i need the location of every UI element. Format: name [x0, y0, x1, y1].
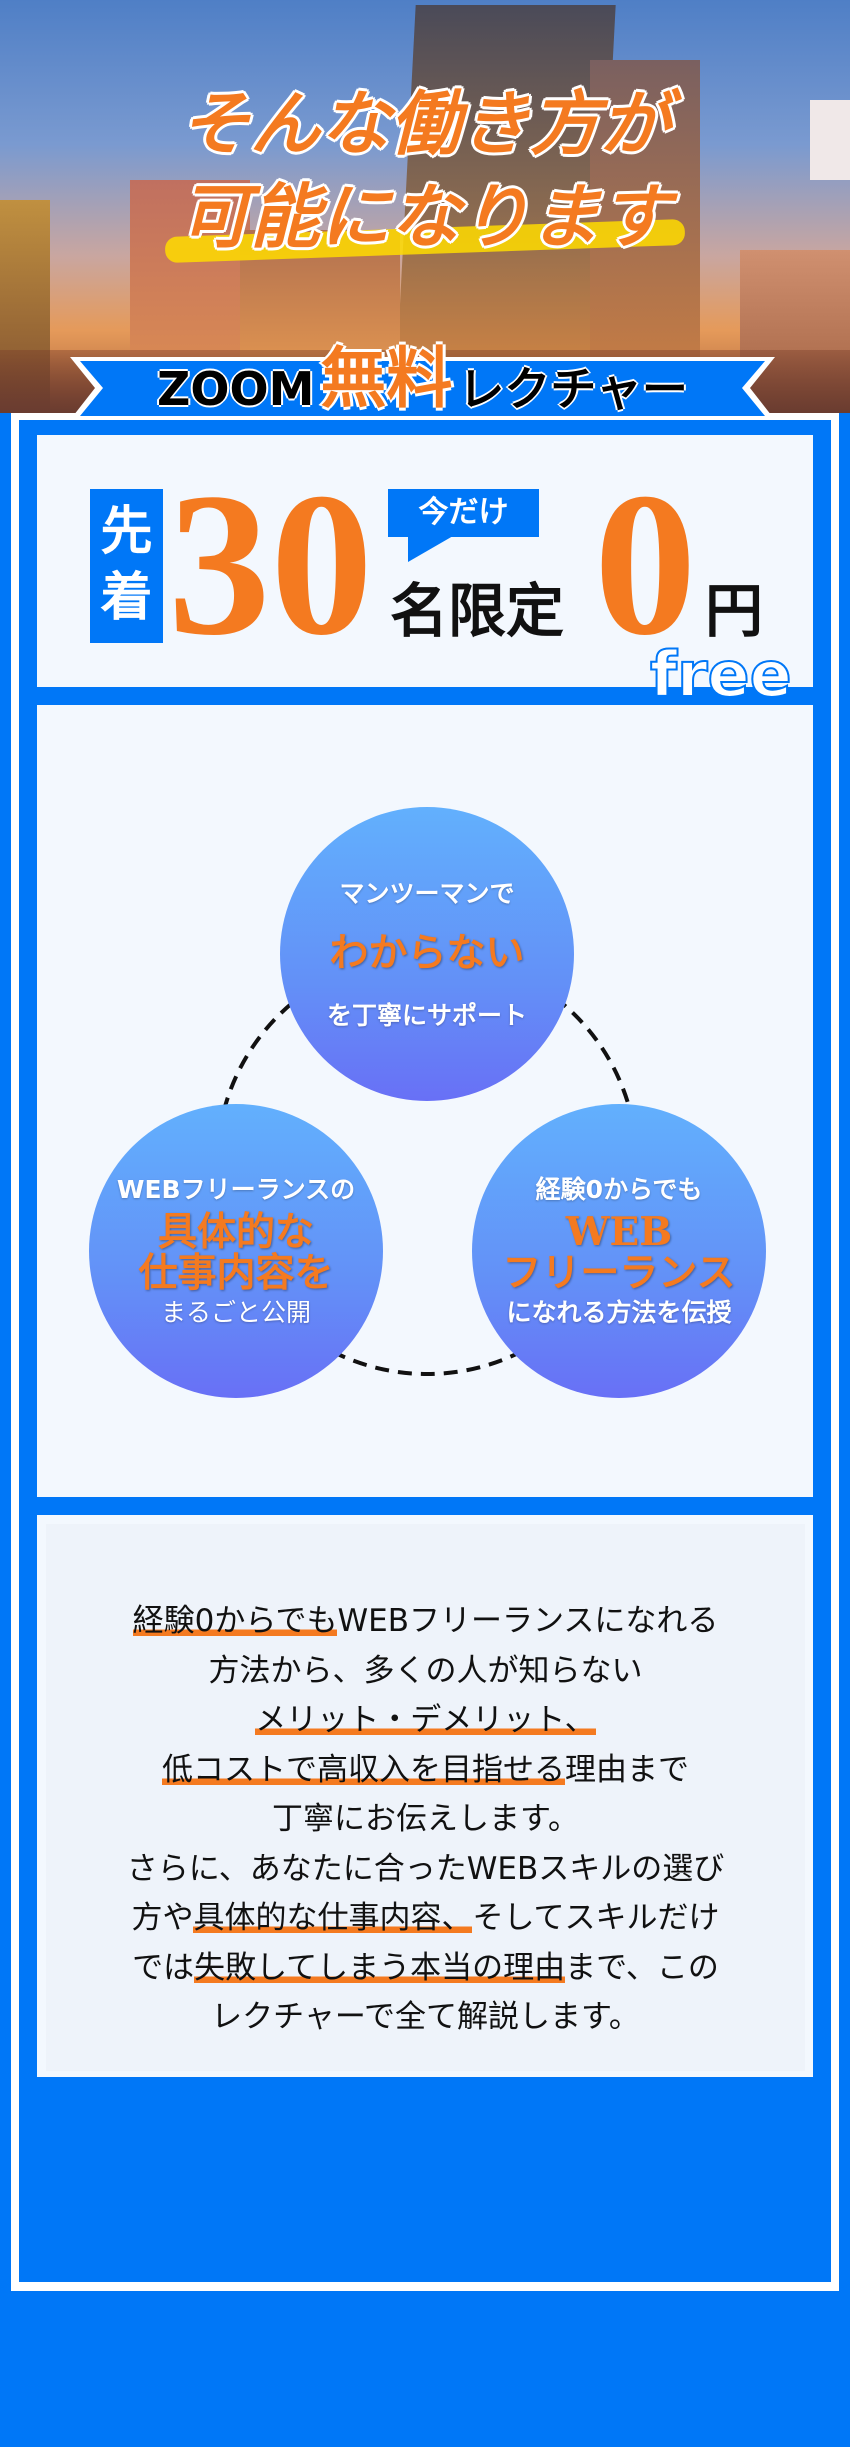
- badge-tail: [408, 536, 453, 562]
- phrase: 理由まで: [565, 1751, 689, 1788]
- underlined-phrase: 経験0からでも: [132, 1603, 338, 1639]
- phrase: では: [132, 1949, 195, 1986]
- first-come-badge: 先着: [90, 489, 163, 643]
- feature-bottom-text: を丁寧にサポート: [326, 1001, 527, 1030]
- underlined-phrase: 具体的な仕事内容、: [193, 1900, 473, 1936]
- phrase: 方や: [131, 1900, 194, 1936]
- text-line: 経験0からでもWEBフリーランスになれる: [46, 1597, 805, 1647]
- ribbon-text: ZOOM 無料 レクチャー: [70, 343, 775, 420]
- underlined-phrase: メリット・デメリット、: [255, 1702, 596, 1738]
- description-box: 経験0からでもWEBフリーランスになれる 方法から、多くの人が知らない メリット…: [46, 1524, 805, 2071]
- price-value: 0: [594, 451, 697, 678]
- description-text: 経験0からでもWEBフリーランスになれる 方法から、多くの人が知らない メリット…: [46, 1597, 805, 2043]
- feature-circle-job-content: WEBフリーランスの 具体的な 仕事内容を まるごと公開: [89, 1104, 383, 1398]
- first-come-label: 先着: [100, 501, 153, 628]
- feature-circle-web-freelance: 経験0からでも WEB フリーランス になれる方法を伝授: [472, 1104, 766, 1398]
- people-limited-label: 名限定: [390, 577, 565, 645]
- feature-highlight: わからない: [329, 930, 525, 976]
- zoom-lecture-ribbon: [70, 357, 775, 420]
- underlined-phrase: 低コストで高収入を目指せる: [162, 1751, 565, 1788]
- feature-top-text: マンツーマンで: [339, 879, 515, 908]
- underlined-phrase: 失敗してしまう本当の理由: [194, 1949, 566, 1986]
- feature-highlight: 仕事内容を: [138, 1250, 334, 1296]
- phrase: そしてスキルだけ: [472, 1900, 720, 1936]
- feature-highlight: フリーランス: [502, 1250, 736, 1296]
- text-line: レクチャーで全て解説します。: [211, 1999, 640, 2035]
- yen-label: 円: [705, 577, 764, 645]
- only-now-badge: 今だけ: [388, 489, 539, 537]
- ribbon-lecture: レクチャー: [458, 361, 688, 416]
- ribbon-zoom: ZOOM: [157, 361, 315, 416]
- feature-highlight: WEB: [565, 1209, 673, 1255]
- text-line: メリット・デメリット、: [46, 1696, 805, 1746]
- text-line: さらに、あなたに合ったWEBスキルの選び: [126, 1850, 725, 1887]
- feature-circle-support: マンツーマンで わからない を丁寧にサポート: [280, 807, 574, 1101]
- feature-bottom-text: まるごと公開: [160, 1298, 311, 1327]
- text-line: では失敗してしまう本当の理由まで、この: [46, 1944, 805, 1994]
- text-line: 方法から、多くの人が知らない: [208, 1652, 643, 1689]
- text-line: 方や具体的な仕事内容、そしてスキルだけ: [46, 1894, 805, 1944]
- phrase: まで、この: [565, 1949, 719, 1986]
- text-line: 丁寧にお伝えします。: [272, 1801, 579, 1837]
- hero-title-line2: 可能になります: [180, 175, 670, 258]
- hero-title-line1: そんな働き方が: [180, 82, 670, 165]
- text-line: 低コストで高収入を目指せる理由まで: [46, 1746, 805, 1796]
- feature-highlight: 具体的な: [157, 1209, 314, 1255]
- feature-top-text: 経験0からでも: [535, 1175, 703, 1204]
- feature-bottom-text: になれる方法を伝授: [506, 1298, 732, 1327]
- building: [810, 100, 850, 180]
- seat-count: 30: [168, 451, 373, 678]
- dashed-connector-circle: [215, 952, 639, 1376]
- ribbon-free: 無料: [320, 339, 453, 417]
- phrase: WEBフリーランスになれる: [337, 1603, 719, 1639]
- feature-top-text: WEBフリーランスの: [116, 1175, 356, 1204]
- free-label: free: [649, 638, 793, 711]
